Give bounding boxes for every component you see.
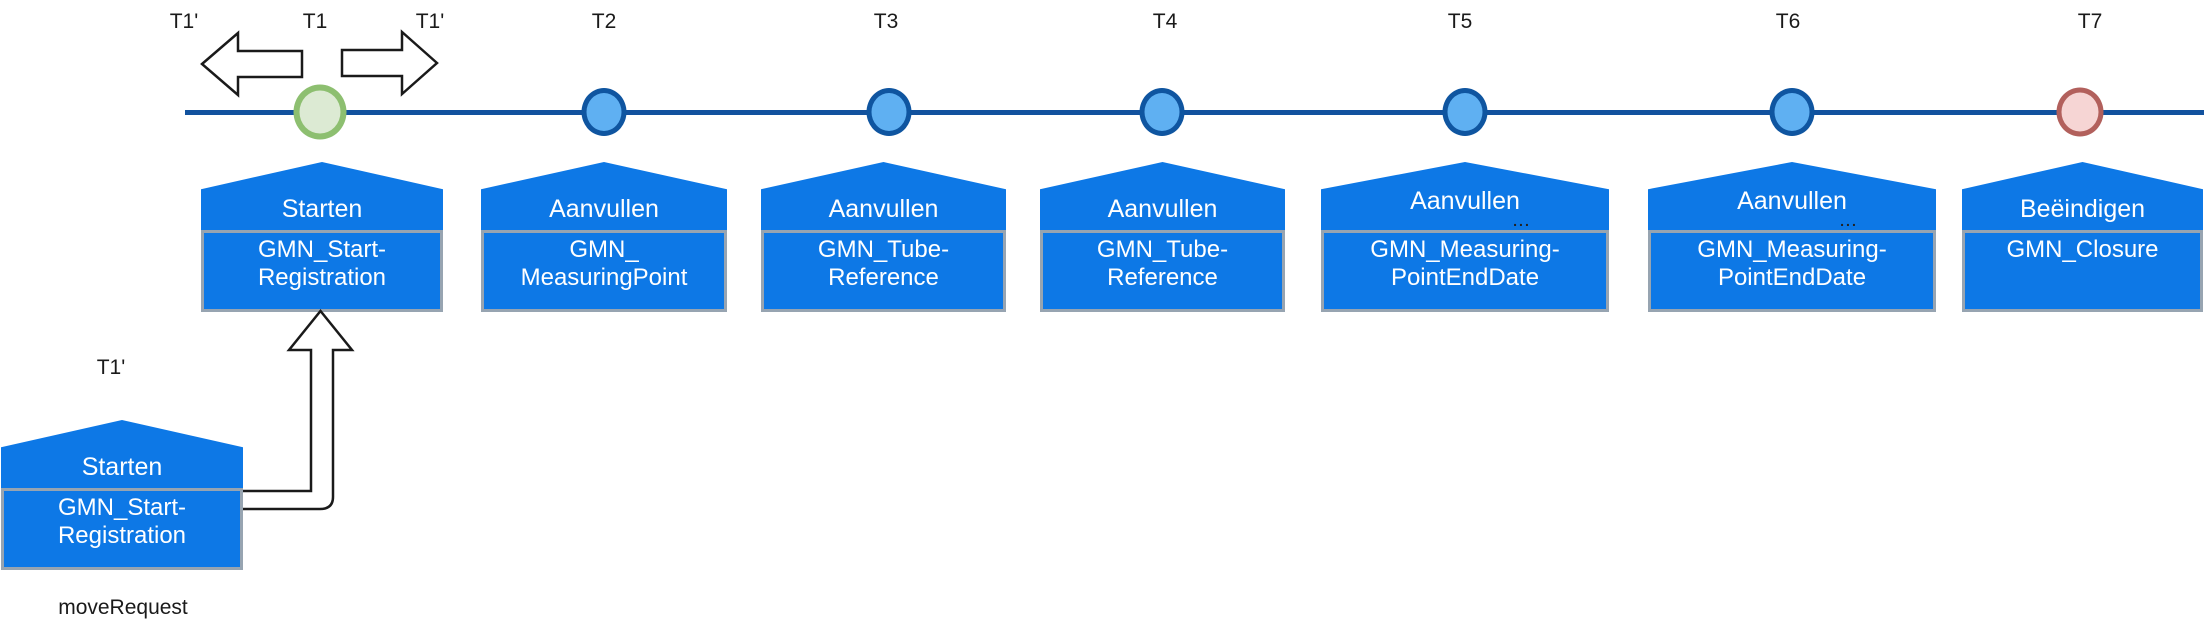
tick-label-t1-prime-left: T1' — [169, 10, 199, 33]
timeline-line — [185, 110, 2204, 115]
phase-action-label: Aanvullen — [828, 195, 939, 223]
phase-action-label: Starten — [81, 453, 163, 481]
phase-roof: Aanvullen ... — [1321, 162, 1609, 230]
move-request-house: Starten GMN_Start- Registration — [1, 420, 243, 570]
move-request-caption: moveRequest — [58, 596, 188, 619]
phase-doc-line: Registration — [57, 522, 187, 549]
phase-body: GMN_Measuring- PointEndDate — [1321, 230, 1609, 312]
phase-doc-line: GMN_Measuring- — [1697, 236, 1887, 263]
phase-body: GMN_Tube- Reference — [1040, 230, 1285, 312]
overflow-dots-icon: ... — [1513, 213, 1531, 229]
phase-house-t7: Beëindigen GMN_Closure — [1962, 162, 2203, 312]
phase-house-t4: Aanvullen GMN_Tube- Reference — [1040, 162, 1285, 312]
phase-house-t5: Aanvullen ... GMN_Measuring- PointEndDat… — [1321, 162, 1609, 312]
timeline-node-t2 — [581, 88, 627, 136]
tick-label-t5: T5 — [1447, 10, 1473, 33]
phase-house-t6: Aanvullen ... GMN_Measuring- PointEndDat… — [1648, 162, 1936, 312]
tick-label-t6: T6 — [1775, 10, 1801, 33]
phase-body: GMN_Closure — [1962, 230, 2203, 312]
phase-roof: Aanvullen — [1040, 162, 1285, 230]
phase-body: GMN_ MeasuringPoint — [481, 230, 727, 312]
phase-doc-line: GMN_Measuring- — [1370, 236, 1560, 263]
phase-house-t2: Aanvullen GMN_ MeasuringPoint — [481, 162, 727, 312]
phase-roof: Aanvullen — [481, 162, 727, 230]
tick-label-t3: T3 — [873, 10, 899, 33]
phase-doc-line: GMN_ — [569, 236, 639, 263]
phase-doc-line: Reference — [1107, 264, 1218, 291]
phase-roof: Starten — [201, 162, 443, 230]
overflow-dots-icon: ... — [1840, 213, 1858, 229]
shift-right-arrow — [340, 29, 439, 97]
timeline-node-t3 — [866, 88, 912, 136]
phase-doc-line: Registration — [257, 264, 387, 291]
phase-doc-line: Reference — [828, 264, 939, 291]
phase-house-t1: Starten GMN_Start- Registration — [201, 162, 443, 312]
phase-body: GMN_Start- Registration — [1, 488, 243, 570]
timeline-node-t7 — [2056, 87, 2104, 137]
phase-body: GMN_Measuring- PointEndDate — [1648, 230, 1936, 312]
tick-label-t1-prime-move: T1' — [96, 356, 126, 379]
phase-doc-line: GMN_Tube- — [817, 236, 950, 263]
move-request-elbow-arrow — [243, 309, 355, 511]
phase-doc-line: GMN_Tube- — [1096, 236, 1229, 263]
timeline-node-t6 — [1769, 88, 1815, 136]
phase-doc-line: GMN_Closure — [2006, 236, 2159, 263]
phase-doc-line: GMN_Start- — [257, 236, 386, 263]
phase-house-t3: Aanvullen GMN_Tube- Reference — [761, 162, 1006, 312]
tick-label-t4: T4 — [1152, 10, 1178, 33]
phase-action-label: Aanvullen — [1107, 195, 1218, 223]
phase-roof: Aanvullen ... — [1648, 162, 1936, 230]
tick-label-t1: T1 — [302, 10, 328, 33]
phase-roof: Starten — [1, 420, 243, 488]
tick-label-t7: T7 — [2077, 10, 2103, 33]
phase-doc-line: PointEndDate — [1717, 264, 1867, 291]
shift-left-arrow — [200, 30, 304, 98]
timeline-node-t1 — [293, 84, 347, 140]
phase-roof: Aanvullen — [761, 162, 1006, 230]
timeline-node-t4 — [1139, 88, 1185, 136]
tick-label-t1-prime-right: T1' — [415, 10, 445, 33]
phase-body: GMN_Tube- Reference — [761, 230, 1006, 312]
phase-action-label: Aanvullen — [549, 195, 659, 223]
phase-action-label: Aanvullen — [1737, 187, 1847, 215]
phase-doc-line: MeasuringPoint — [520, 264, 688, 291]
phase-roof: Beëindigen — [1962, 162, 2203, 230]
phase-doc-line: PointEndDate — [1390, 264, 1540, 291]
phase-action-label: Starten — [281, 195, 363, 223]
phase-action-label: Beëindigen — [2019, 195, 2146, 223]
tick-label-t2: T2 — [591, 10, 617, 33]
phase-action-label: Aanvullen — [1410, 187, 1520, 215]
phase-doc-line: GMN_Start- — [57, 494, 186, 521]
phase-body: GMN_Start- Registration — [201, 230, 443, 312]
timeline-node-t5 — [1442, 88, 1488, 136]
